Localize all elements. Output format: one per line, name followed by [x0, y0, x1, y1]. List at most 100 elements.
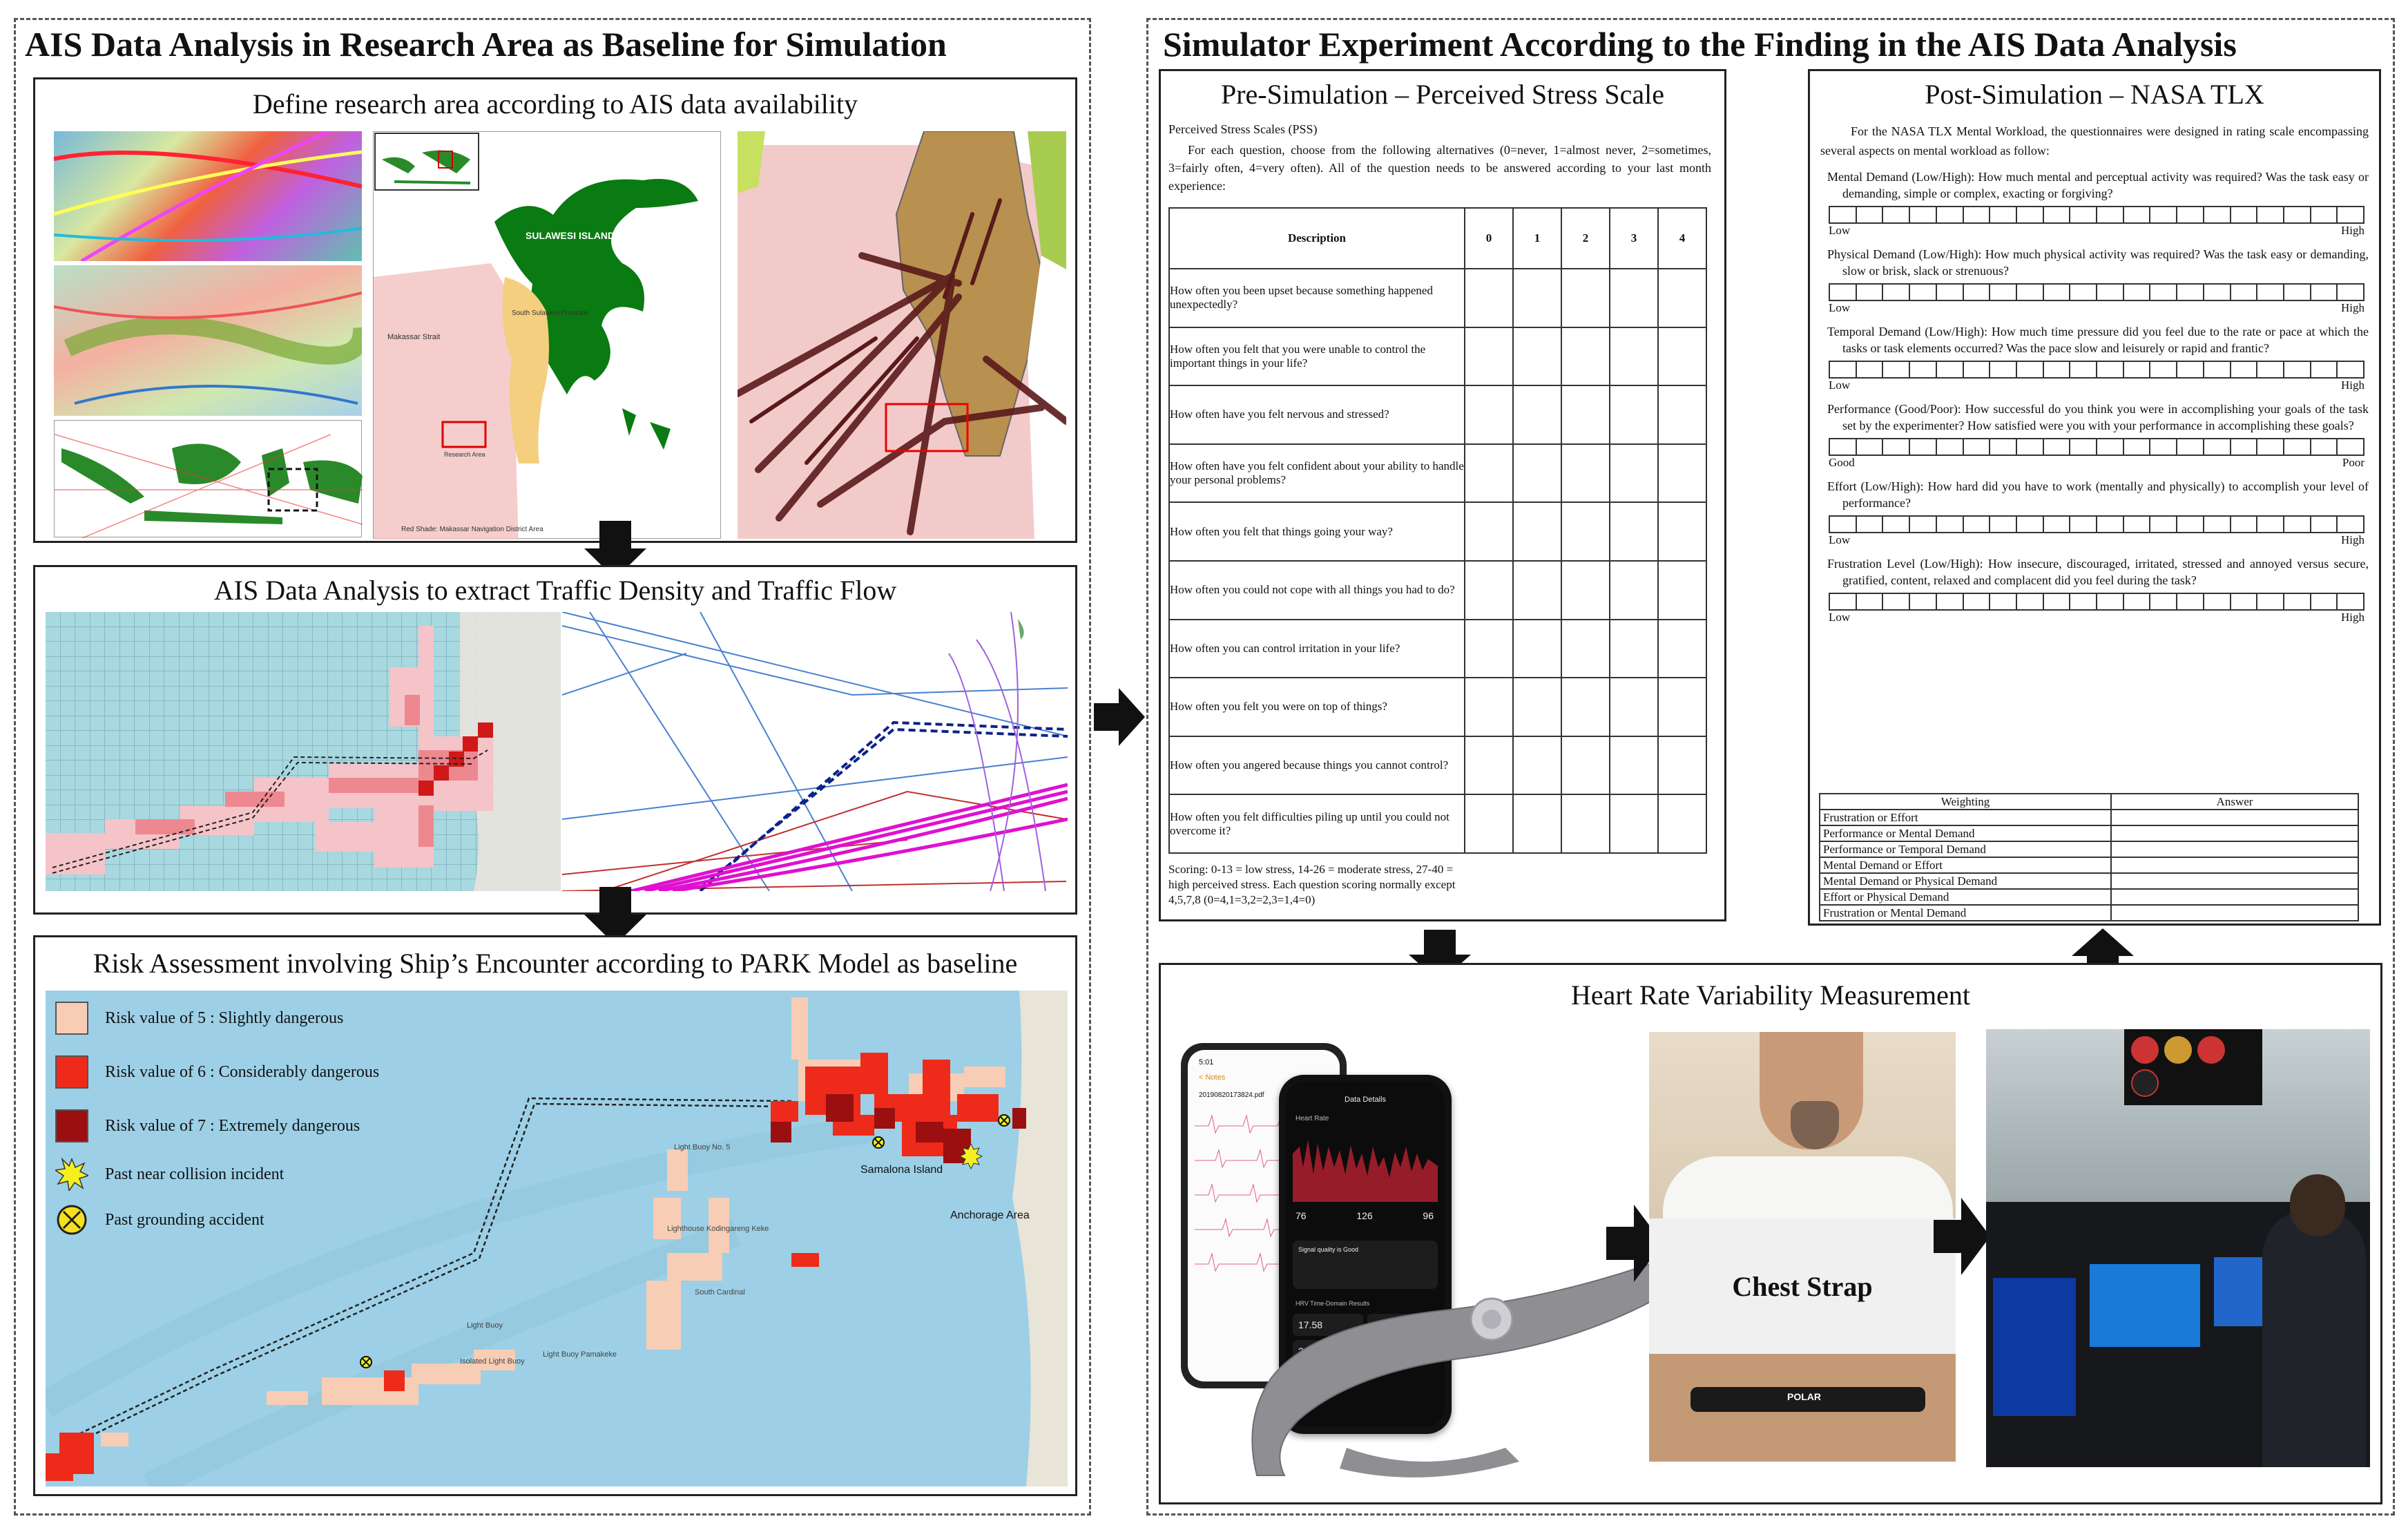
pss-answer-cell-3[interactable] [1609, 385, 1659, 445]
tlx-scale-cell[interactable] [2070, 439, 2098, 455]
tlx-scale-cell[interactable] [2017, 285, 2044, 300]
pss-answer-cell-1[interactable] [1512, 794, 1562, 854]
tlx-scale-cell[interactable] [1830, 517, 1857, 532]
tlx-scale-cell[interactable] [1964, 594, 1991, 609]
pss-answer-cell-3[interactable] [1609, 618, 1659, 679]
tlx-scale-cell[interactable] [1937, 362, 1964, 377]
tlx-rating-scale[interactable] [1829, 361, 2364, 379]
weighting-answer[interactable] [2110, 841, 2359, 858]
pss-answer-cell-2[interactable] [1561, 443, 1610, 504]
tlx-scale-cell[interactable] [1964, 517, 1991, 532]
pss-answer-cell-3[interactable] [1609, 560, 1659, 620]
tlx-scale-cell[interactable] [2257, 285, 2284, 300]
tlx-scale-cell[interactable] [2177, 362, 2204, 377]
tlx-scale-cell[interactable] [2204, 362, 2231, 377]
weighting-answer[interactable] [2110, 904, 2359, 921]
tlx-scale-cell[interactable] [1830, 439, 1857, 455]
tlx-scale-cell[interactable] [2124, 207, 2151, 222]
pss-answer-cell-4[interactable] [1657, 326, 1707, 387]
tlx-scale-cell[interactable] [2311, 285, 2338, 300]
tlx-scale-cell[interactable] [1883, 517, 1911, 532]
tlx-scale-cell[interactable] [2044, 362, 2071, 377]
tlx-scale-cell[interactable] [2338, 285, 2363, 300]
tlx-scale-cell[interactable] [2150, 207, 2178, 222]
tlx-scale-cell[interactable] [1910, 285, 1937, 300]
tlx-scale-cell[interactable] [2338, 362, 2363, 377]
tlx-scale-cell[interactable] [2070, 285, 2098, 300]
tlx-scale-cell[interactable] [1937, 594, 1964, 609]
tlx-scale-cell[interactable] [2017, 439, 2044, 455]
weighting-answer[interactable] [2110, 872, 2359, 890]
tlx-scale-cell[interactable] [2017, 517, 2044, 532]
tlx-scale-cell[interactable] [2124, 285, 2151, 300]
tlx-scale-cell[interactable] [2150, 285, 2178, 300]
pss-answer-cell-0[interactable] [1464, 501, 1514, 562]
tlx-scale-cell[interactable] [2311, 594, 2338, 609]
tlx-scale-cell[interactable] [1990, 362, 2017, 377]
pss-answer-cell-4[interactable] [1657, 268, 1707, 328]
tlx-scale-cell[interactable] [2204, 207, 2231, 222]
pss-answer-cell-2[interactable] [1561, 268, 1610, 328]
pss-answer-cell-2[interactable] [1561, 618, 1610, 679]
pss-answer-cell-0[interactable] [1464, 735, 1514, 796]
tlx-scale-cell[interactable] [1937, 207, 1964, 222]
pss-answer-cell-2[interactable] [1561, 501, 1610, 562]
tlx-scale-cell[interactable] [2284, 439, 2311, 455]
pss-answer-cell-3[interactable] [1609, 268, 1659, 328]
tlx-scale-cell[interactable] [2311, 207, 2338, 222]
tlx-scale-cell[interactable] [2204, 439, 2231, 455]
pss-answer-cell-3[interactable] [1609, 326, 1659, 387]
pss-answer-cell-1[interactable] [1512, 501, 1562, 562]
pss-answer-cell-2[interactable] [1561, 385, 1610, 445]
tlx-scale-cell[interactable] [2257, 207, 2284, 222]
tlx-scale-cell[interactable] [1964, 207, 1991, 222]
tlx-scale-cell[interactable] [1910, 362, 1937, 377]
pss-answer-cell-1[interactable] [1512, 735, 1562, 796]
tlx-scale-cell[interactable] [2338, 517, 2363, 532]
tlx-scale-cell[interactable] [2097, 594, 2124, 609]
tlx-scale-cell[interactable] [2044, 207, 2071, 222]
pss-answer-cell-0[interactable] [1464, 677, 1514, 737]
tlx-scale-cell[interactable] [1883, 594, 1911, 609]
tlx-scale-cell[interactable] [2044, 517, 2071, 532]
tlx-scale-cell[interactable] [2150, 594, 2178, 609]
tlx-scale-cell[interactable] [2311, 517, 2338, 532]
tlx-scale-cell[interactable] [2070, 207, 2098, 222]
tlx-scale-cell[interactable] [2284, 285, 2311, 300]
tlx-scale-cell[interactable] [2231, 594, 2258, 609]
tlx-scale-cell[interactable] [2231, 285, 2258, 300]
tlx-scale-cell[interactable] [2124, 594, 2151, 609]
tlx-scale-cell[interactable] [2097, 207, 2124, 222]
tlx-scale-cell[interactable] [2177, 439, 2204, 455]
tlx-scale-cell[interactable] [1964, 439, 1991, 455]
tlx-scale-cell[interactable] [2231, 439, 2258, 455]
pss-answer-cell-3[interactable] [1609, 794, 1659, 854]
tlx-scale-cell[interactable] [2070, 362, 2098, 377]
tlx-scale-cell[interactable] [2338, 439, 2363, 455]
weighting-answer[interactable] [2110, 857, 2359, 874]
pss-answer-cell-1[interactable] [1512, 385, 1562, 445]
tlx-scale-cell[interactable] [1830, 285, 1857, 300]
tlx-scale-cell[interactable] [2097, 362, 2124, 377]
tlx-scale-cell[interactable] [2070, 594, 2098, 609]
pss-answer-cell-3[interactable] [1609, 501, 1659, 562]
tlx-rating-scale[interactable] [1829, 283, 2364, 301]
tlx-scale-cell[interactable] [2177, 517, 2204, 532]
tlx-scale-cell[interactable] [1883, 439, 1911, 455]
tlx-scale-cell[interactable] [2097, 439, 2124, 455]
tlx-scale-cell[interactable] [2070, 517, 2098, 532]
pss-answer-cell-0[interactable] [1464, 443, 1514, 504]
tlx-scale-cell[interactable] [2017, 207, 2044, 222]
pss-answer-cell-0[interactable] [1464, 794, 1514, 854]
tlx-scale-cell[interactable] [1990, 594, 2017, 609]
tlx-rating-scale[interactable] [1829, 438, 2364, 456]
pss-answer-cell-1[interactable] [1512, 268, 1562, 328]
pss-answer-cell-3[interactable] [1609, 443, 1659, 504]
tlx-scale-cell[interactable] [1857, 594, 1884, 609]
tlx-scale-cell[interactable] [2150, 517, 2178, 532]
tlx-scale-cell[interactable] [2150, 439, 2178, 455]
pss-answer-cell-2[interactable] [1561, 677, 1610, 737]
tlx-scale-cell[interactable] [1883, 207, 1911, 222]
pss-answer-cell-1[interactable] [1512, 618, 1562, 679]
tlx-scale-cell[interactable] [1857, 362, 1884, 377]
